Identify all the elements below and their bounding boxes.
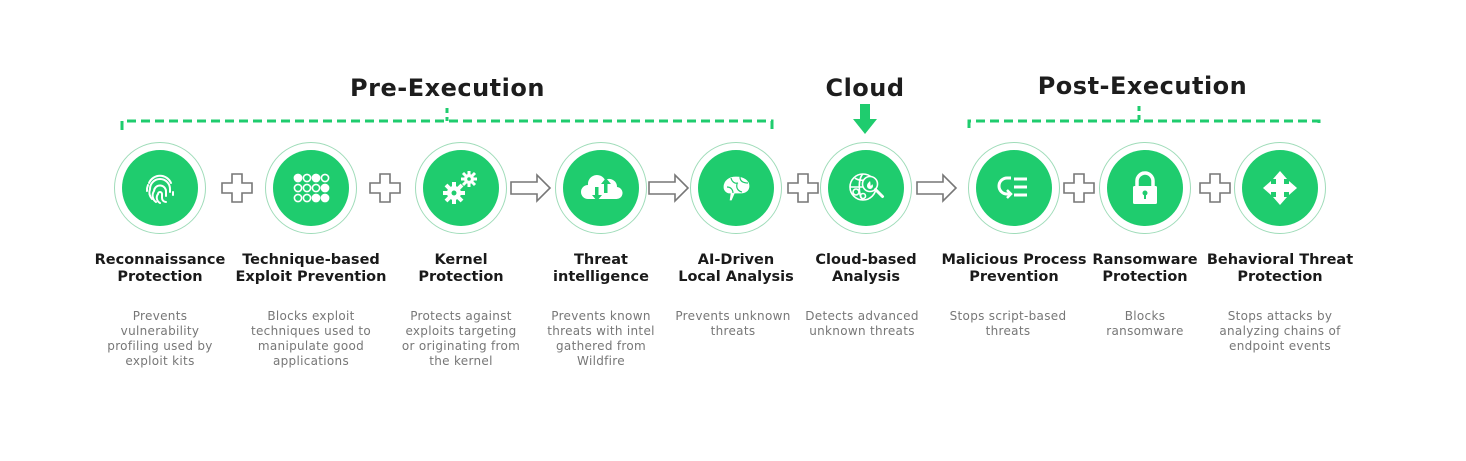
step-description: Prevents vulnerability profiling used by… (107, 309, 213, 368)
arrow-connector (916, 173, 958, 203)
globe-search-icon (849, 173, 884, 201)
step-title: AI-Driven Local Analysis (678, 252, 794, 285)
step-node-reconnaissance (114, 142, 206, 234)
step-node-threat-intelligence (555, 142, 647, 234)
phase-title-post-execution: Post-Execution (1037, 72, 1248, 100)
plus-connector (221, 173, 253, 203)
phase-title-pre-execution: Pre-Execution (350, 74, 545, 102)
cloud-down-arrow (853, 104, 877, 134)
plus-connector (369, 173, 401, 203)
step-description: Prevents known threats with intel gather… (547, 309, 655, 368)
phase-title-cloud: Cloud (825, 74, 905, 102)
dot-grid-icon (293, 173, 330, 203)
step-node-cloud-analysis (820, 142, 912, 234)
step-title: Behavioral Threat Protection (1206, 252, 1354, 285)
step-title: Kernel Protection (418, 252, 504, 285)
step-node-ransomware (1099, 142, 1191, 234)
step-title: Malicious Process Prevention (941, 252, 1087, 285)
step-node-ai-local-analysis (690, 142, 782, 234)
arrow-connector (510, 173, 552, 203)
step-title: Ransomware Protection (1092, 252, 1198, 285)
step-description: Stops script-based threats (949, 309, 1067, 338)
process-list-icon (997, 176, 1027, 199)
post-execution-bracket (967, 106, 1321, 128)
step-description: Stops attacks by analyzing chains of end… (1219, 309, 1341, 353)
fingerprint-icon (145, 174, 174, 204)
step-node-technique-exploit (265, 142, 357, 234)
step-title: Reconnaissance Protection (94, 252, 226, 285)
move-arrows-icon (1263, 171, 1297, 205)
cloud-sync-icon (581, 175, 623, 201)
step-title: Cloud-based Analysis (815, 252, 917, 285)
plus-connector (1199, 173, 1231, 203)
plus-connector (1063, 173, 1095, 203)
step-description: Blocks ransomware (1106, 309, 1184, 338)
plus-connector (787, 173, 819, 203)
step-node-kernel (415, 142, 507, 234)
step-node-behavioral (1234, 142, 1326, 234)
step-description: Protects against exploits targeting or o… (401, 309, 521, 368)
pre-execution-bracket (120, 108, 774, 130)
arrow-connector (648, 173, 690, 203)
step-node-malicious-process (968, 142, 1060, 234)
step-description: Detects advanced unknown threats (805, 309, 919, 338)
lock-icon (1133, 171, 1157, 204)
step-title: Threat intelligence (553, 252, 649, 285)
step-description: Blocks exploit techniques used to manipu… (250, 309, 372, 368)
step-title: Technique-based Exploit Prevention (235, 252, 387, 285)
gears-icon (443, 171, 477, 204)
step-description: Prevents unknown threats (675, 309, 791, 338)
brain-icon (722, 175, 751, 202)
